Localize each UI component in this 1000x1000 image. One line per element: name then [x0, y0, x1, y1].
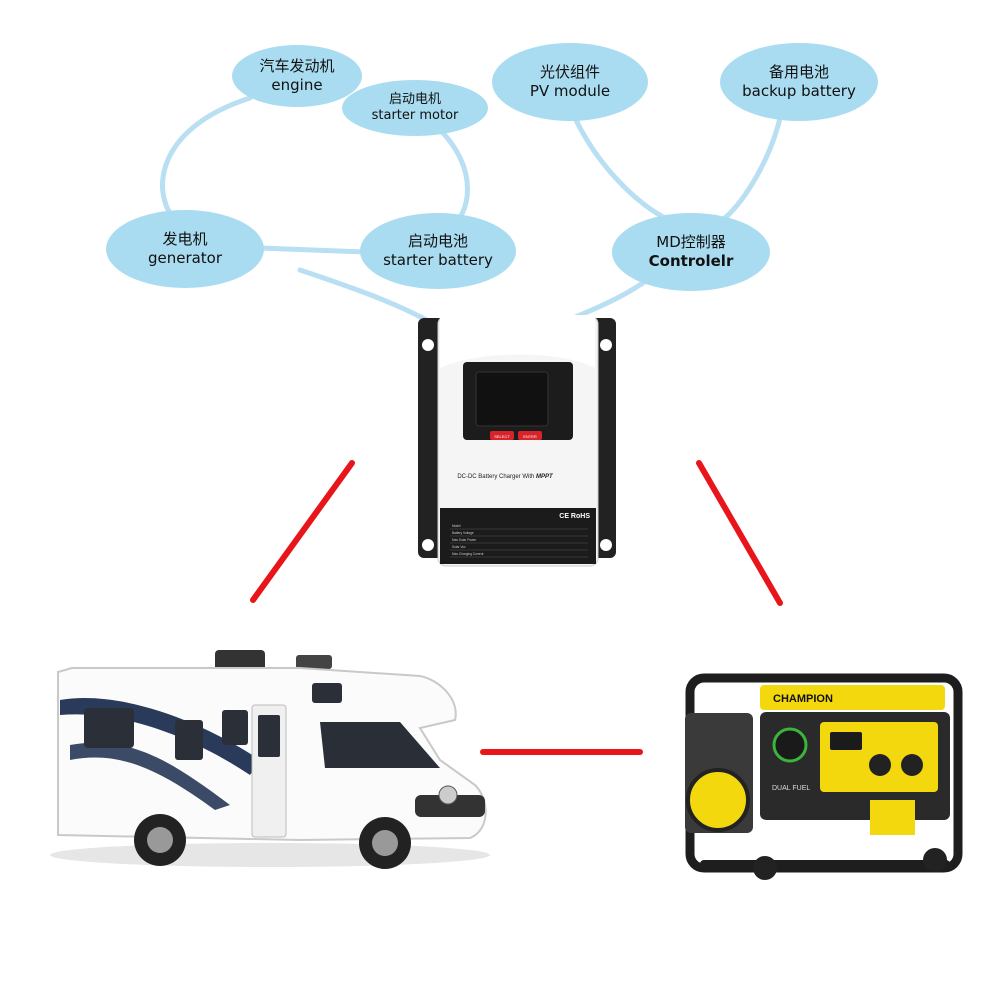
- node-generator-zh: 发电机: [162, 230, 208, 249]
- node-starter-motor-zh: 启动电机: [388, 91, 441, 107]
- spec-row-label: Max.Charging Current: [452, 552, 483, 556]
- connector-backup-controller: [722, 115, 783, 221]
- node-backup-battery: 备用电池 backup battery: [720, 43, 878, 121]
- connector-battery-device: [297, 267, 433, 325]
- generator-brand: CHAMPION: [773, 693, 833, 705]
- node-generator-en: generator: [147, 249, 223, 267]
- device-enter-label: ENTER: [523, 434, 537, 439]
- node-starter-battery-zh: 启动电池: [407, 232, 468, 251]
- spec-row-label: Battery Voltage: [452, 531, 474, 535]
- node-pv-module-en: PV module: [529, 82, 611, 100]
- link-device-generator: [696, 460, 783, 606]
- node-pv-module-zh: 光伏组件: [539, 63, 600, 82]
- node-backup-battery-en: backup battery: [742, 82, 856, 100]
- device-cert: CE RoHS: [559, 513, 590, 520]
- node-starter-battery: 启动电池 starter battery: [360, 213, 516, 289]
- node-engine-zh: 汽车发动机: [259, 57, 335, 76]
- connector-pv-controller: [572, 115, 668, 221]
- node-md-controller-zh: MD控制器: [656, 233, 726, 252]
- device-title: DC-DC Battery Charger With: [457, 474, 534, 480]
- link-device-rv: [250, 460, 355, 603]
- node-starter-motor: 启动电机 starter motor: [342, 80, 488, 136]
- device-select-label: SELECT: [494, 434, 510, 439]
- generator-fuel-label: DUAL FUEL: [772, 785, 810, 792]
- spec-row-label: Max.Solar Power: [452, 538, 477, 542]
- node-md-controller-en: Controlelr: [648, 252, 734, 270]
- connector-loop-left: [160, 95, 253, 228]
- svg-text:DC-DC Battery Charger With MPP: DC-DC Battery Charger With MPPT: [457, 474, 554, 480]
- node-engine-en: engine: [271, 76, 323, 94]
- rv-motorhome: [50, 650, 490, 869]
- node-backup-battery-zh: 备用电池: [768, 63, 829, 82]
- node-generator: 发电机 generator: [106, 210, 264, 288]
- dc-dc-charger-device: SELECT ENTER DC-DC Battery Charger With …: [418, 315, 616, 567]
- node-starter-motor-en: starter motor: [371, 108, 459, 123]
- node-starter-battery-en: starter battery: [383, 251, 493, 269]
- spec-row-label: Model: [452, 524, 461, 528]
- node-pv-module: 光伏组件 PV module: [492, 43, 648, 121]
- spec-row-label: Solar Voc: [452, 545, 466, 549]
- portable-generator: CHAMPION DUAL FUEL: [685, 673, 963, 880]
- node-md-controller: MD控制器 Controlelr: [612, 213, 770, 291]
- connector-generator-battery: [257, 245, 368, 255]
- device-brand: MPPT: [536, 474, 554, 480]
- node-engine: 汽车发动机 engine: [232, 45, 362, 107]
